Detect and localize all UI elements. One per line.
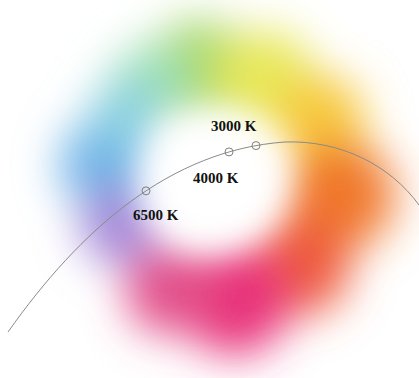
- temperature-markers: [142, 142, 260, 195]
- locus-point: [142, 187, 150, 195]
- temperature-label: 6500 K: [133, 208, 178, 223]
- color-ring: [60, 20, 395, 355]
- locus-point: [252, 142, 260, 150]
- temperature-label: 4000 K: [193, 171, 238, 186]
- temperature-label: 3000 K: [211, 119, 256, 134]
- locus-point: [225, 148, 233, 156]
- planckian-locus: [8, 142, 419, 332]
